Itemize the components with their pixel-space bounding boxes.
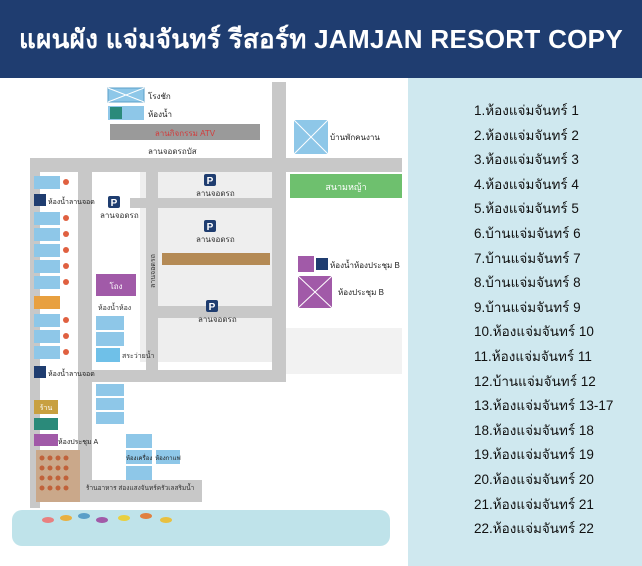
legend-item: 11.ห้องแจ่มจันทร์ 11 xyxy=(474,348,592,364)
legend-item: 5.ห้องแจ่มจันทร์ 5 xyxy=(474,201,579,217)
legend-item: 12.บ้านแจ่มจันทร์ 12 xyxy=(474,373,596,389)
football-field-label: สนามหญ้า xyxy=(325,182,366,192)
restroom-left-label: ห้องน้ำลานจอด xyxy=(48,195,95,206)
legend-item: 20.ห้องแจ่มจันทร์ 20 xyxy=(474,471,594,487)
room-block-lower xyxy=(96,384,152,480)
restroom-left2-label: ห้องน้ำลานจอด xyxy=(48,367,95,378)
parking-label-3: ลานจอดรถ xyxy=(196,235,235,244)
room-numbers xyxy=(63,179,69,355)
svg-text:P: P xyxy=(111,198,118,209)
resort-map: ลานกิจกรรม ATV โรงชัก ห้องน้ำ บ้านพักคนง… xyxy=(0,78,408,566)
shop-label: ร้าน xyxy=(40,404,53,412)
svg-text:P: P xyxy=(207,176,214,187)
cafe-building xyxy=(156,450,180,464)
football-field xyxy=(290,174,402,198)
restaurant-label: ร้านอาหาร ส่องแสงจันทร์ครัวเลสริมน้ำ xyxy=(86,483,195,492)
legend-item: 13.ห้องแจ่มจันทร์ 13-17 xyxy=(474,398,614,414)
hall-label: โถง xyxy=(109,281,122,291)
meeting-b-label: ห้องประชุม B xyxy=(338,288,384,297)
parking-icon: P xyxy=(204,174,216,187)
restaurant-building xyxy=(80,480,202,502)
boats xyxy=(42,513,172,523)
reception-label: ห้องเครื่อง xyxy=(126,454,152,462)
room-column-left xyxy=(34,176,60,359)
parking-label-2: ลานจอดรถ xyxy=(196,189,235,198)
legend-item: 21.ห้องแจ่มจันทร์ 21 xyxy=(474,496,594,512)
parking-icon: P xyxy=(108,196,120,209)
restroom-meeting-b-label: ห้องน้ำห้องประชุม B xyxy=(330,259,400,270)
room-block-left xyxy=(34,418,58,430)
page-title: แผนผัง แจ่มจันทร์ รีสอร์ท JAMJAN RESORT … xyxy=(19,23,623,54)
svg-text:P: P xyxy=(207,222,214,233)
west-lawn xyxy=(286,328,402,374)
legend-item: 10.ห้องแจ่มจันทร์ 10 xyxy=(474,324,594,340)
meeting-a-label: ห้องประชุม A xyxy=(58,438,99,446)
cafe-label: ห้องกาแฟ xyxy=(155,455,181,462)
page-header: แผนผัง แจ่มจันทร์ รีสอร์ท JAMJAN RESORT … xyxy=(0,0,642,78)
room-block-mid xyxy=(96,332,124,346)
room-legend: 1.ห้องแจ่มจันทร์ 1 2.ห้องแจ่มจันทร์ 2 3.ห้… xyxy=(408,78,642,566)
parking-icon: P xyxy=(206,300,218,313)
atv-area-label: ลานกิจกรรม ATV xyxy=(155,129,216,138)
hall-building xyxy=(96,274,136,296)
restroom-left xyxy=(34,194,46,206)
restaurant-tables xyxy=(39,455,69,491)
legend-item: 22.ห้องแจ่มจันทร์ 22 xyxy=(474,521,594,537)
meeting-room-a xyxy=(34,434,58,446)
restroom-meeting-b xyxy=(298,256,314,272)
parking-road-label: ลานจอดรถ xyxy=(150,254,157,288)
legend-item: 18.ห้องแจ่มจันทร์ 18 xyxy=(474,422,594,438)
parking-label-4: ลานจอดรถ xyxy=(198,315,237,324)
legend-item: 2.ห้องแจ่มจันทร์ 2 xyxy=(474,127,579,143)
atv-area xyxy=(110,124,260,140)
pool-label: สระว่ายน้ำ xyxy=(122,349,155,360)
shop-building xyxy=(34,400,58,414)
restroom-icon xyxy=(316,258,328,270)
orange-building xyxy=(34,296,60,309)
staff-house-label: บ้านพักคนงาน xyxy=(330,133,380,142)
map-canvas: ลานกิจกรรม ATV โรงชัก ห้องน้ำ บ้านพักคนง… xyxy=(0,78,408,566)
legend-list: 1.ห้องแจ่มจันทร์ 1 2.ห้องแจ่มจันทร์ 2 3.ห้… xyxy=(474,99,613,542)
legend-item: 7.บ้านแจ่มจันทร์ 7 xyxy=(474,250,581,266)
restroom-icon xyxy=(110,107,122,119)
bus-parking-label: ลานจอดรถบัส xyxy=(148,147,197,156)
legend-item: 19.ห้องแจ่มจันทร์ 19 xyxy=(474,447,594,463)
legend-item: 6.บ้านแจ่มจันทร์ 6 xyxy=(474,225,581,241)
temple-label: โรงชัก xyxy=(148,91,171,101)
legend-item: 4.ห้องแจ่มจันทร์ 4 xyxy=(474,176,579,192)
parking-icon: P xyxy=(204,220,216,233)
restroom-top-label: ห้องน้ำ xyxy=(148,108,172,119)
restroom-mid-label: ห้องน้ำห้อง xyxy=(98,301,131,312)
room-block-mid xyxy=(96,316,124,330)
legend-item: 3.ห้องแจ่มจันทร์ 3 xyxy=(474,152,579,168)
legend-item: 9.บ้านแจ่มจันทร์ 9 xyxy=(474,299,581,315)
swimming-pool xyxy=(96,348,120,362)
parking-label-1: ลานจอดรถ xyxy=(100,211,139,220)
legend-item: 1.ห้องแจ่มจันทร์ 1 xyxy=(474,103,579,118)
restroom-left2 xyxy=(34,366,46,378)
svg-text:P: P xyxy=(209,302,216,313)
legend-item: 8.บ้านแจ่มจันทร์ 8 xyxy=(474,275,581,291)
wooden-walkway xyxy=(162,253,270,265)
